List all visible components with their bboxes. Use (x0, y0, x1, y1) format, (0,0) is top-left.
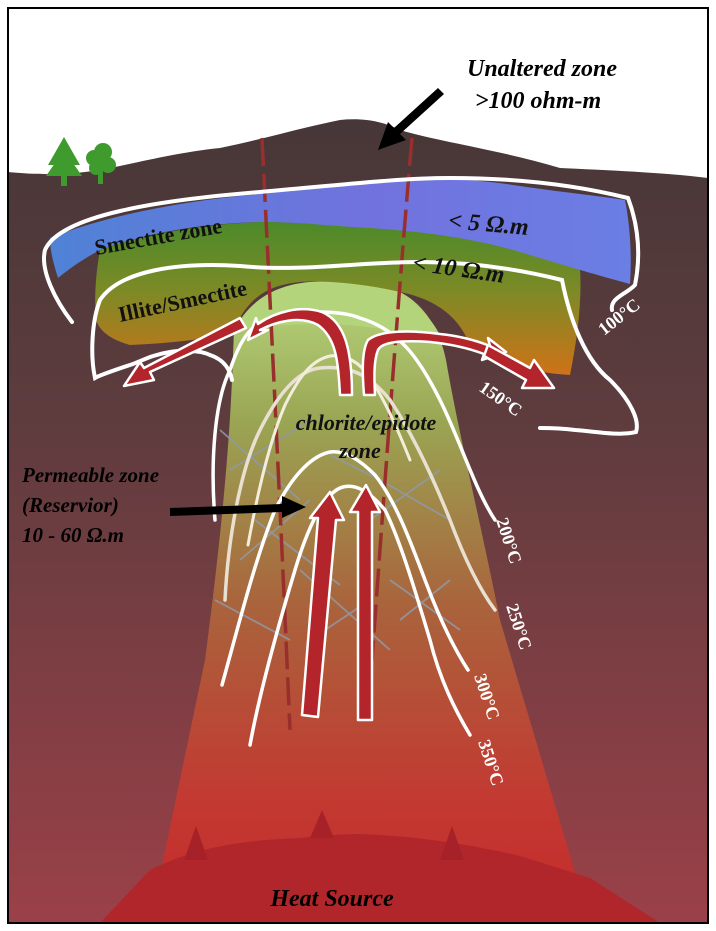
conifer-tree-icon (46, 137, 82, 186)
unaltered-zone-label: Unaltered zone (467, 56, 617, 82)
illite-smectite-layer (95, 222, 581, 375)
heat-source (100, 834, 660, 923)
frame-border (7, 7, 709, 924)
heat-vent-3 (440, 826, 464, 860)
permeable-zone-label: Permeable zone (21, 463, 159, 487)
outflow-arrow-right-outer (482, 343, 556, 390)
isotherm-inner (246, 354, 412, 547)
well-right (370, 137, 414, 661)
upflow-arrow-right (348, 483, 382, 722)
outflow-arrow-left-outer (122, 316, 248, 388)
sky-area (8, 8, 708, 178)
isotherm-300 (220, 450, 470, 687)
outflow-arrow-left (246, 308, 354, 397)
upflow-arrow-left (300, 490, 346, 719)
deciduous-tree-icon (86, 143, 116, 184)
reservoir-label: (Reservior) (22, 493, 119, 517)
isotherm-350 (248, 484, 472, 747)
unaltered-resistivity-label: >100 ohm-m (475, 88, 601, 114)
heat-vent-1 (184, 826, 208, 860)
isotherm-100 (42, 175, 641, 324)
outflow-arrow-right (361, 330, 508, 397)
isotherm-lines (42, 175, 641, 747)
chlorite-zone-label: zone (338, 438, 381, 463)
heat-source-label: Heat Source (269, 886, 394, 912)
well-left (260, 137, 292, 731)
black-arrow-icon (378, 88, 444, 150)
black-arrow-icon-2 (170, 496, 306, 518)
smectite-layer (50, 178, 631, 284)
permeable-resistivity-label: 10 - 60 Ω.m (22, 523, 124, 547)
heat-vent-2 (310, 810, 334, 838)
chlorite-epidote-label: chlorite/epidote (296, 410, 437, 435)
isotherm-150 (90, 259, 639, 436)
isotherm-250 (223, 365, 497, 612)
isotherm-200 (211, 310, 497, 522)
